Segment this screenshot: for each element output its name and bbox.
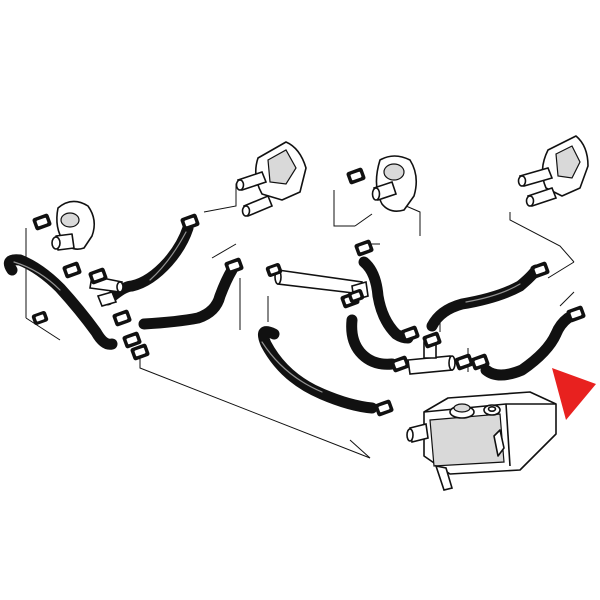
hose-clamps (31, 167, 586, 417)
hose-clamp (470, 353, 490, 371)
hose-middle-lower (346, 314, 398, 370)
hose-clamp (454, 353, 474, 371)
hose-clamp (112, 309, 132, 327)
valve-right (517, 135, 589, 207)
hose-clamp (32, 213, 52, 231)
hose-clamp (422, 331, 442, 349)
hoses (3, 222, 574, 414)
hose-clamp (390, 355, 410, 373)
valve-middle-upper (235, 141, 307, 218)
hose-right-lower (480, 312, 574, 381)
hose-clamp (346, 167, 366, 185)
hose-clamp (530, 261, 550, 279)
hose-clamp (265, 262, 283, 278)
hose-clamp (347, 288, 365, 304)
valve-middle (371, 155, 418, 212)
red-triangle-pointer-icon (552, 368, 596, 420)
hose-clamp (130, 343, 150, 361)
valve-left (51, 200, 96, 251)
hose-right-upper (426, 264, 542, 332)
hose-clamp (62, 261, 82, 279)
hose-clamp (180, 213, 200, 231)
hose-clamp (566, 305, 586, 323)
hose-middle-upright (358, 256, 414, 344)
hose-clamp (122, 331, 142, 349)
hose-clamp (88, 267, 108, 285)
hose-clamp (374, 399, 394, 417)
hose-left-lower (138, 264, 238, 330)
hose-clamp (31, 310, 49, 326)
hose-clamp (354, 239, 374, 257)
tee-right (407, 341, 456, 375)
hose-clamp (400, 325, 420, 343)
expansion-tank (406, 391, 557, 491)
hose-s-bend (257, 326, 378, 414)
hose-clamp (224, 257, 244, 275)
hose-left-long (3, 254, 118, 350)
